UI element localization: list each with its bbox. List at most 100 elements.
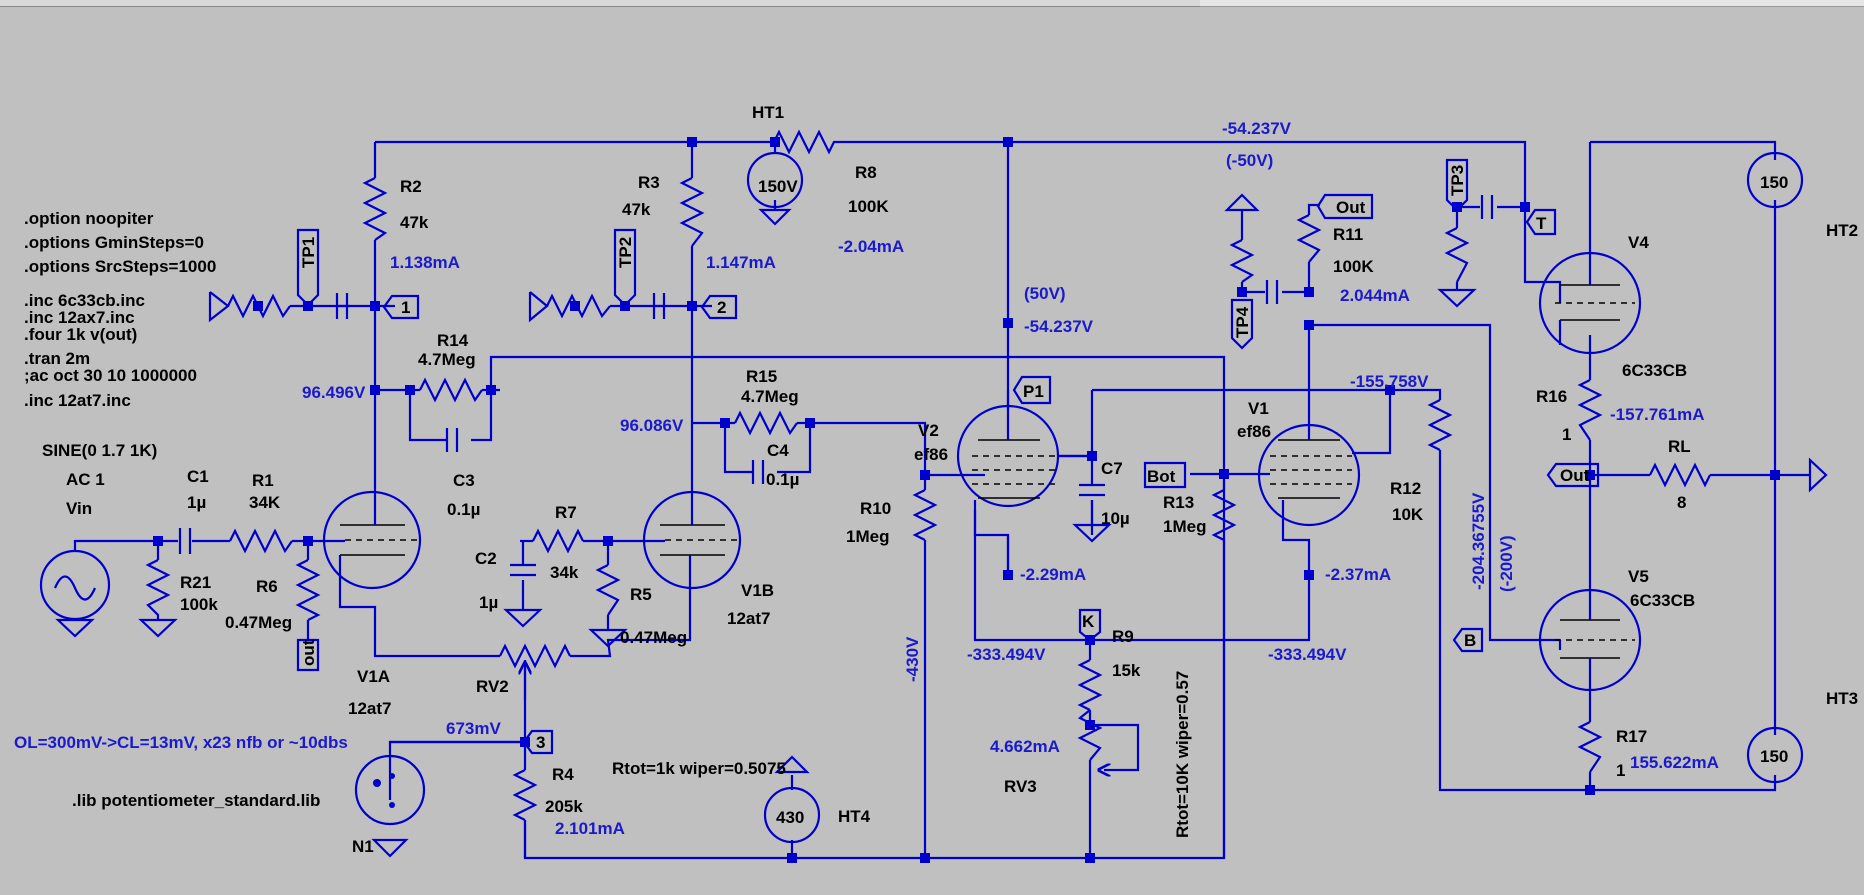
r13-symbol (1211, 489, 1237, 541)
r21-value: 100k (180, 595, 218, 614)
c3-label: C3 (453, 471, 475, 490)
source-name: Vin (66, 499, 92, 518)
c2-value: 1µ (479, 593, 498, 612)
directive-line: .inc 6c33cb.inc (24, 291, 145, 310)
reading: -204.36755V (1469, 492, 1488, 590)
resistor-symbols (145, 129, 1711, 821)
r7-value: 34k (550, 563, 579, 582)
r11-symbol (1296, 214, 1322, 263)
r15-label: R15 (746, 367, 777, 386)
r5-label: R5 (630, 585, 652, 604)
reading: -430V (903, 636, 922, 682)
tp4-resistor (1229, 239, 1255, 283)
r9-value: 15k (1112, 661, 1141, 680)
port-out-small: out (299, 639, 318, 666)
r12-symbol (1427, 399, 1453, 451)
reading: 96.496V (302, 383, 366, 402)
ht4-value: 430 (776, 808, 804, 827)
r17-label: R17 (1616, 727, 1647, 746)
reading: 155.622mA (1630, 753, 1719, 772)
port-out-top: Out (1336, 198, 1366, 217)
port-b: B (1464, 631, 1476, 650)
r1-label: R1 (252, 471, 274, 490)
r15-symbol (734, 410, 798, 436)
reading: -157.761mA (1610, 405, 1705, 424)
reading: -2.04mA (838, 237, 904, 256)
r8-symbol (773, 129, 915, 155)
r7-label: R7 (555, 503, 577, 522)
v5-label: V5 (1628, 567, 1649, 586)
port-tp1: TP1 (299, 237, 318, 268)
rtot2-label: Rtot=10K wiper=0.57 (1173, 671, 1192, 838)
port-bot: Bot (1147, 467, 1176, 486)
port-tp4: TP4 (1233, 306, 1252, 338)
ht2-label: HT2 (1826, 221, 1858, 240)
port-3: 3 (536, 733, 545, 752)
c7-value: 10µ (1101, 509, 1130, 528)
r11-label: R11 (1333, 225, 1363, 244)
port-out-mid: Out (1560, 466, 1590, 485)
reading: 673mV (446, 719, 501, 738)
r5-symbol (595, 564, 621, 616)
voltage-sources (39, 150, 1804, 844)
rl-symbol (1649, 462, 1711, 488)
lib-directive: .lib potentiometer_standard.lib (72, 791, 320, 810)
r15-value: 4.7Meg (741, 387, 799, 406)
reading: -2.29mA (1020, 565, 1086, 584)
simulation-readings: 1.138mA 1.147mA -2.04mA 2.044mA -54.237V… (302, 119, 1719, 838)
v1b-value: 12at7 (727, 609, 770, 628)
n1-label: N1 (352, 837, 374, 856)
v1-label: V1 (1248, 399, 1269, 418)
c1-label: C1 (187, 467, 209, 486)
rv2-symbol (499, 643, 571, 669)
source-ac: AC 1 (66, 470, 105, 489)
reading: -54.237V (1024, 317, 1094, 336)
rv2-label: RV2 (476, 677, 509, 696)
r17-symbol (1577, 721, 1603, 773)
r12-label: R12 (1390, 479, 1421, 498)
reading: -2.37mA (1325, 565, 1391, 584)
reading: -155.758V (1350, 372, 1429, 391)
r9-label: R9 (1112, 627, 1134, 646)
r16-value: 1 (1562, 425, 1571, 444)
spice-directives: .option noopiter .options GminSteps=0 .o… (14, 209, 348, 810)
r1-value: 34K (249, 493, 281, 512)
v1a-label: V1A (357, 667, 390, 686)
r10-symbol (912, 489, 938, 541)
reading: 4.662mA (990, 737, 1060, 756)
v1-value: ef86 (1237, 422, 1271, 441)
reading: (-50V) (1226, 151, 1273, 170)
r2-symbol (362, 177, 388, 241)
rtot1-label: Rtot=1k wiper=0.5075 (612, 759, 786, 778)
c2-label: C2 (475, 549, 497, 568)
directive-line: .option noopiter (24, 209, 154, 228)
r9-symbol (1077, 659, 1103, 711)
port-k: K (1082, 612, 1095, 631)
r4-label: R4 (552, 765, 574, 784)
reading: 1.138mA (390, 253, 460, 272)
r4-symbol (512, 769, 538, 821)
wires (73, 140, 1810, 860)
r4-value: 205k (545, 797, 583, 816)
reading: (-200V) (1497, 535, 1516, 592)
ht1-label: HT1 (752, 103, 784, 122)
r13-label: R13 (1163, 493, 1194, 512)
rv3-symbol (1077, 709, 1103, 761)
reading: (50V) (1024, 284, 1066, 303)
component-labels: HT1 150V HT2 150 HT3 150 HT4 430 R2 47k … (180, 103, 1858, 856)
directive-line: .inc 12at7.inc (24, 391, 131, 410)
port-tp2: TP2 (616, 237, 635, 268)
directive-line: .inc 12ax7.inc (24, 308, 135, 327)
r5-value: 0.47Meg (620, 628, 687, 647)
r12-value: 10K (1392, 505, 1424, 524)
r16-label: R16 (1536, 387, 1567, 406)
v1a-value: 12at7 (348, 699, 391, 718)
r6-symbol (295, 559, 321, 621)
r2-label: R2 (400, 177, 422, 196)
rl-label: RL (1668, 437, 1691, 456)
r21-label: R21 (180, 573, 211, 592)
r13-value: 1Meg (1163, 517, 1206, 536)
reading: 2.044mA (1340, 286, 1410, 305)
window-toolbar-edge (0, 0, 1200, 7)
